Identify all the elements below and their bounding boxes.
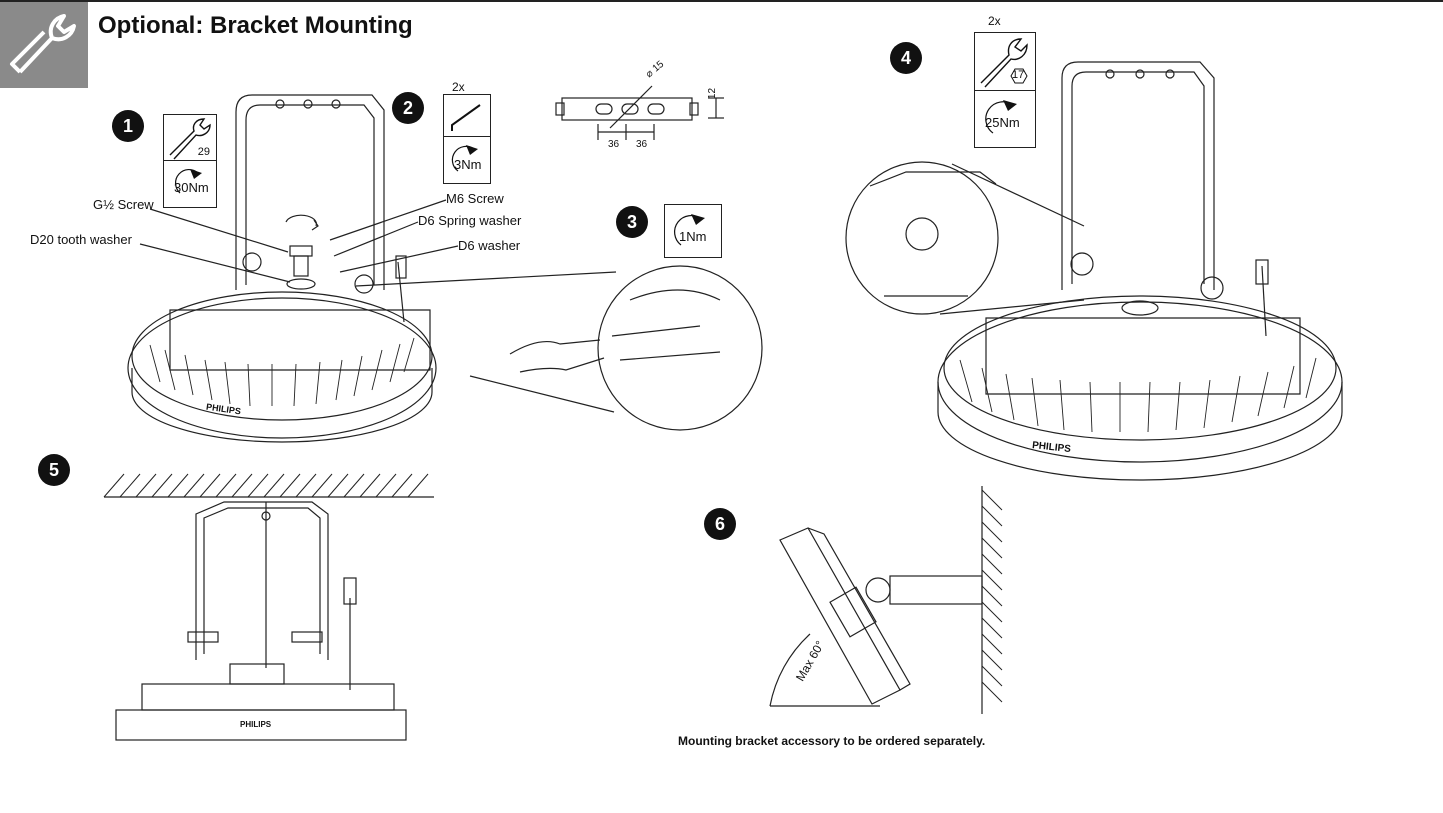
- label-g-screw: G½ Screw: [93, 197, 154, 212]
- step-1-wrench-box: 29: [163, 114, 217, 162]
- step-3-marker: 3: [616, 206, 648, 238]
- step-1-torque-box: 30Nm: [163, 160, 217, 208]
- detail-circle-step-4: [845, 161, 999, 315]
- page-title: Optional: Bracket Mounting: [98, 12, 413, 39]
- lamp-housing-1: [127, 297, 437, 439]
- step-1-wrench-size: 29: [197, 146, 210, 158]
- step-4-count: 2x: [988, 14, 1001, 28]
- label-d6-washer: D6 washer: [458, 238, 521, 253]
- label-d6-spring-washer: D6 Spring washer: [418, 213, 522, 228]
- detail-circle-step-3: [597, 265, 763, 431]
- step-3-torque-box: 1Nm: [664, 204, 722, 258]
- wrench-icon: [169, 118, 211, 160]
- label-d20-tooth-washer: D20 tooth washer: [30, 232, 132, 247]
- allen-key-icon: [451, 104, 481, 131]
- step-4-wrench-size: 17: [1012, 69, 1025, 81]
- step-1-torque: 30Nm: [174, 180, 209, 195]
- top-rule: [0, 0, 1443, 2]
- lamp-housing-4: [937, 301, 1343, 463]
- step-2-torque: 3Nm: [454, 157, 482, 172]
- brand-label-5: PHILIPS: [240, 720, 272, 729]
- step-2-allen-key-box: [443, 94, 491, 138]
- dimension-width-right: 36: [636, 139, 648, 150]
- step-2-torque-box: 3Nm: [443, 136, 491, 184]
- step-2-marker: 2: [392, 92, 424, 124]
- label-m6-screw: M6 Screw: [446, 191, 504, 206]
- bracket-1: [235, 94, 385, 290]
- rotate-arrow-icon: [174, 168, 202, 194]
- dimension-width-left: 36: [608, 139, 620, 150]
- step-1-marker: 1: [112, 110, 144, 142]
- step-4-torque: 25Nm: [985, 115, 1020, 130]
- step-3-torque: 1Nm: [679, 229, 707, 244]
- accessory-note: Mounting bracket accessory to be ordered…: [678, 734, 986, 748]
- step-4-marker: 4: [890, 42, 922, 74]
- step-2-count: 2x: [452, 80, 465, 94]
- step-4-torque-box: 25Nm: [974, 90, 1036, 148]
- rotate-arrow-icon: [674, 214, 705, 246]
- wrench-icon: [980, 38, 1028, 88]
- step-6-marker: 6: [704, 508, 736, 540]
- bracket-4: [1061, 61, 1215, 290]
- wrench-header-icon: [0, 2, 88, 88]
- step-4-wrench-box: 17: [974, 32, 1036, 92]
- step-5-marker: 5: [38, 454, 70, 486]
- rotate-arrow-icon: [451, 145, 478, 172]
- rotate-arrow-icon: [985, 100, 1017, 134]
